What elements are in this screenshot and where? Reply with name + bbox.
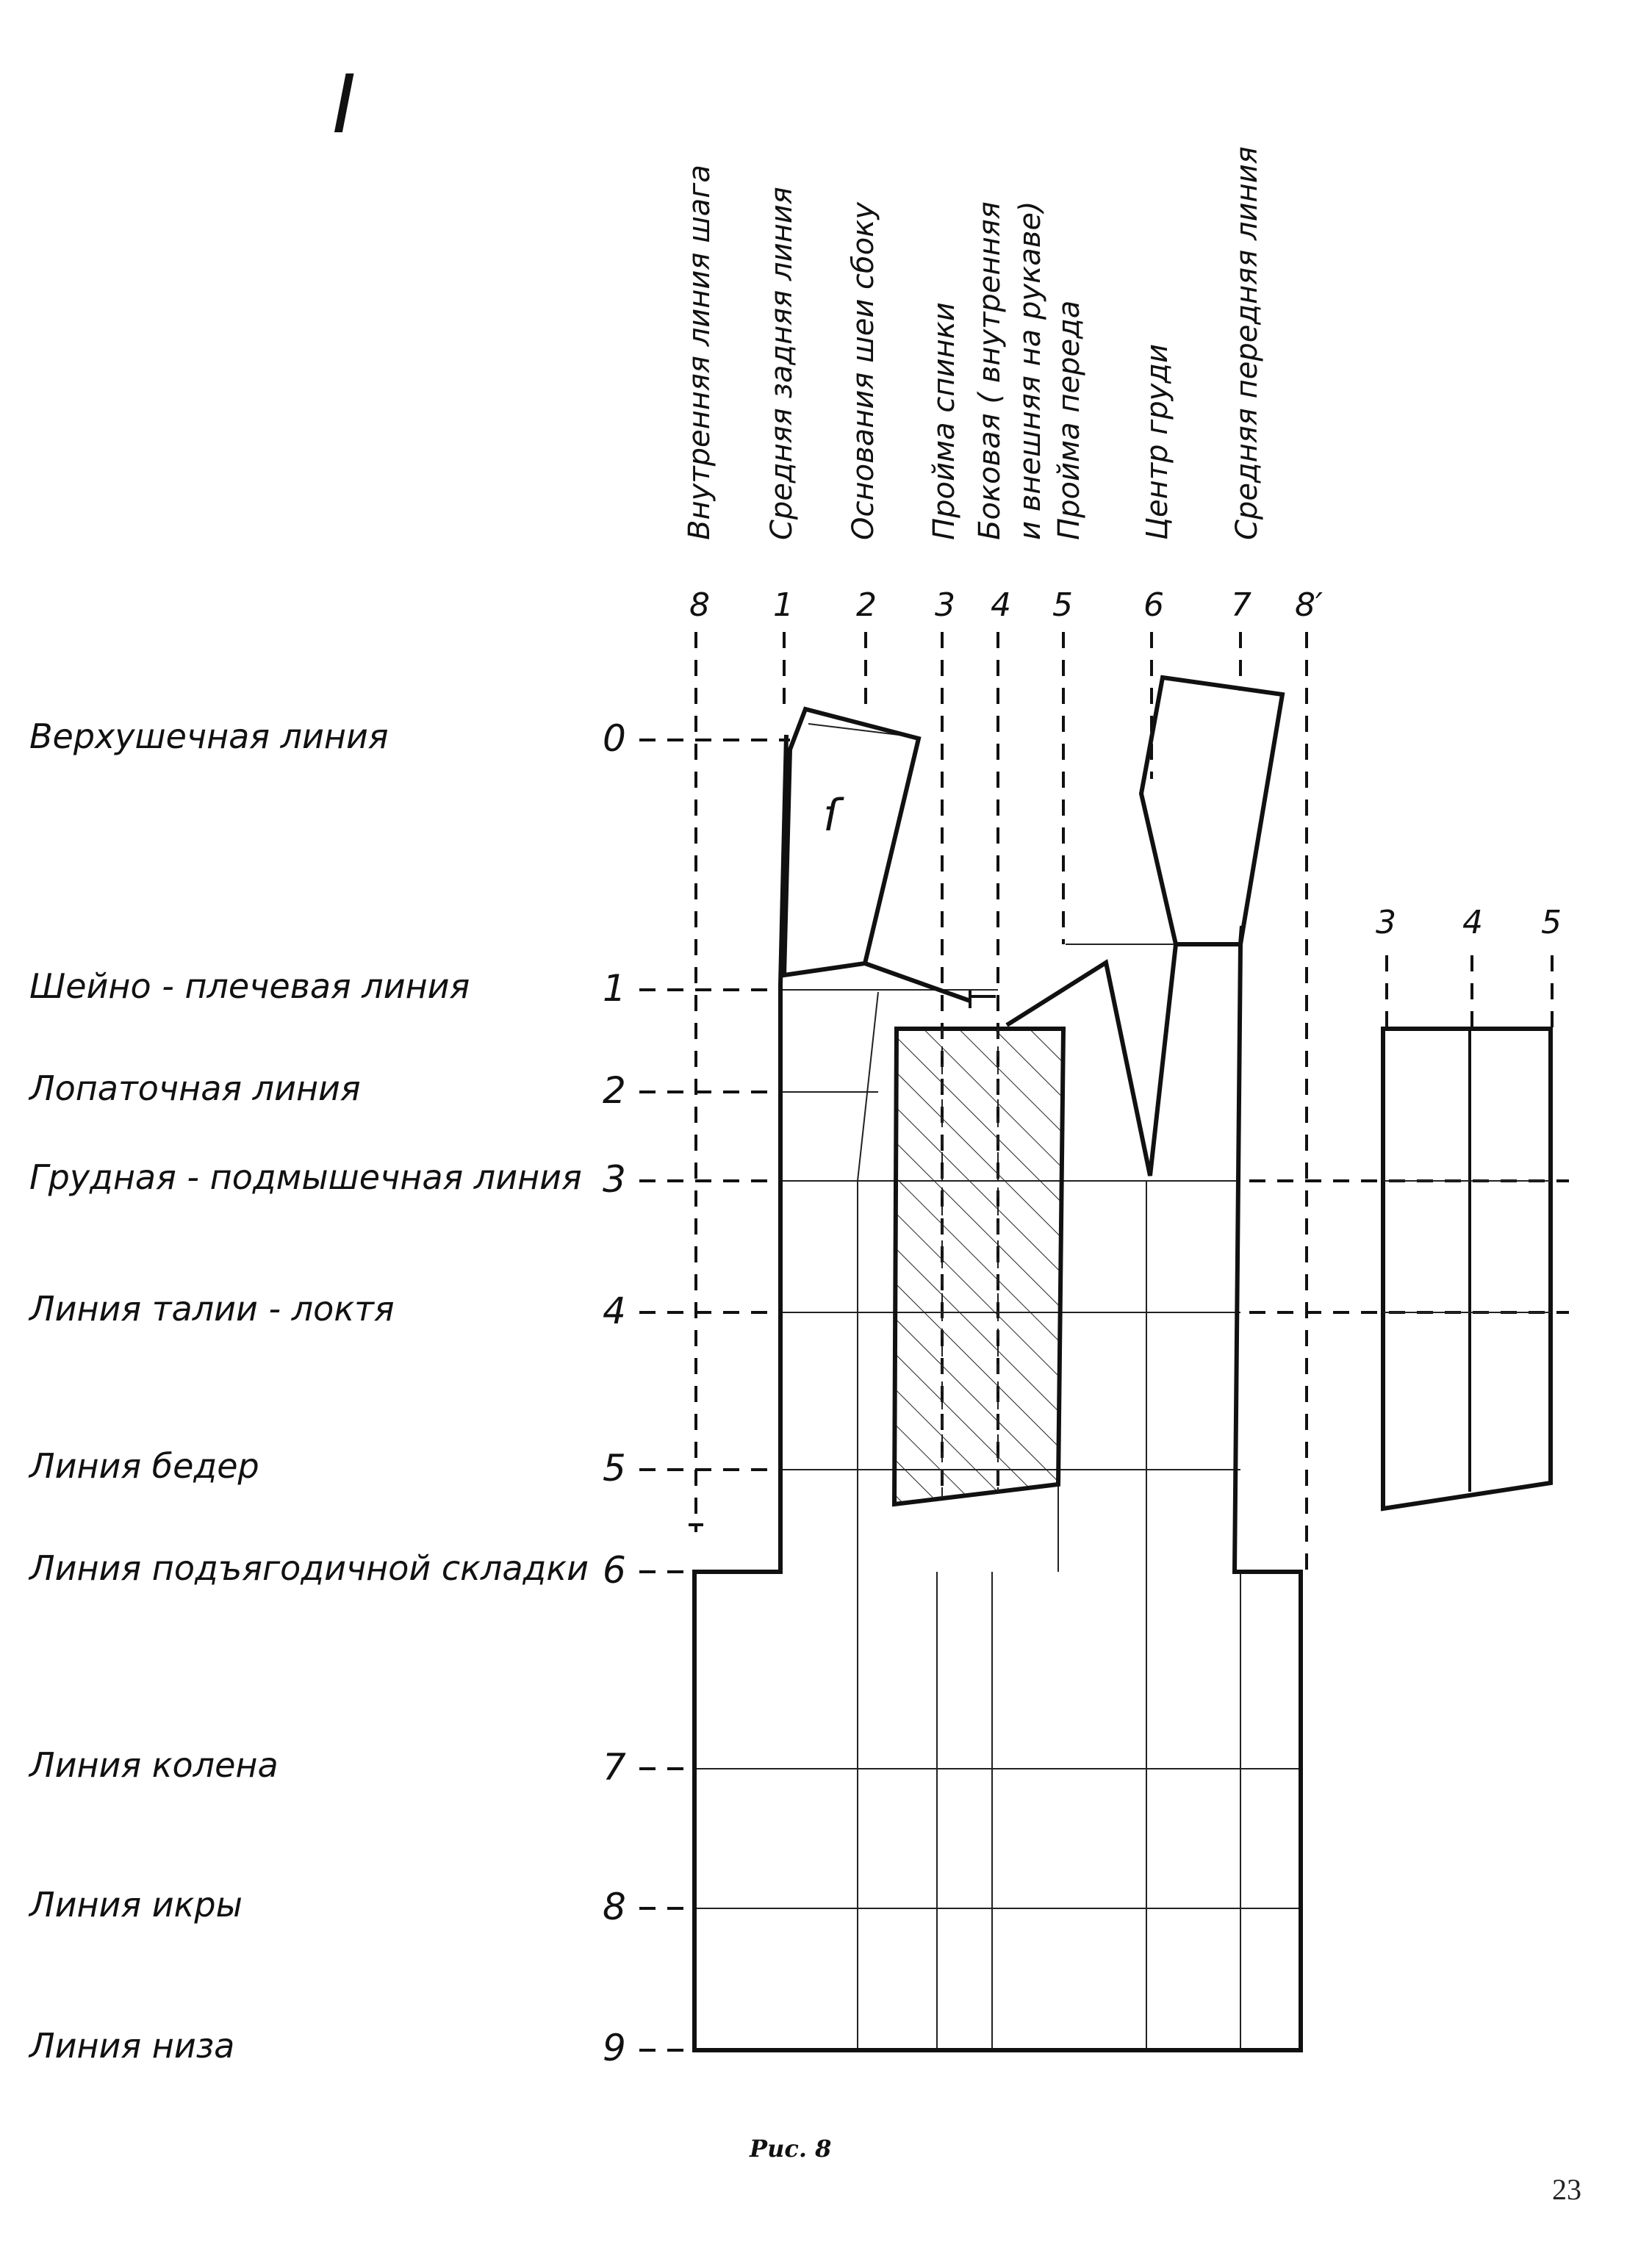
column-title-inner-leg: Внутренняя линия шага — [683, 165, 717, 540]
row-number: 2 — [603, 1069, 626, 1112]
row-number: 5 — [603, 1447, 626, 1490]
row-number: 4 — [603, 1290, 626, 1332]
top-mark: I — [332, 57, 356, 151]
sleeve-hatched-area — [891, 1027, 1066, 1507]
column-number: 2 — [856, 586, 877, 624]
column-numbers: 8 1 2 3 4 5 6 7 8′ — [689, 586, 1323, 624]
row-number: 8 — [603, 1886, 626, 1928]
row-number: 7 — [603, 1746, 626, 1789]
column-number: 1 — [773, 586, 794, 624]
row-number: 1 — [603, 967, 626, 1010]
row-label-chest: Грудная - подмышечная линия — [29, 1157, 582, 1197]
row-label-neck-shoulder: Шейно - плечевая линия — [29, 966, 470, 1006]
column-title-back-armhole: Пройма спинки — [927, 302, 961, 540]
row-label-scapula: Лопаточная линия — [28, 1068, 361, 1108]
column-titles: Внутренняя линия шага Средняя задняя лин… — [683, 146, 1264, 540]
row-number: 9 — [603, 2027, 626, 2069]
front-neck-piece — [1138, 675, 1285, 946]
column-title-bust-center: Центр груди — [1141, 344, 1174, 540]
column-number: 4 — [991, 586, 1011, 624]
column-title-side-1: Боковая ( внутренняя — [973, 201, 1007, 540]
row-label-calf: Линия икры — [28, 1885, 243, 1925]
sleeve-piece: 3 4 5 — [1376, 904, 1562, 1512]
figure-caption: Рис. 8 — [749, 2135, 831, 2163]
row-number: 0 — [603, 717, 626, 760]
sleeve-column-number: 3 — [1376, 904, 1396, 941]
row-label-hem: Линия низа — [28, 2026, 234, 2066]
row-number: 6 — [603, 1549, 626, 1592]
column-title-center-back: Средняя задняя линия — [765, 187, 799, 540]
body-outline — [692, 734, 1303, 2052]
column-title-center-front: Средняя передняя линия — [1230, 146, 1264, 540]
column-title-neck-base: Основания шеи сбоку — [847, 201, 880, 540]
front-shoulder-line — [1005, 944, 1178, 1176]
column-number: 8 — [689, 586, 710, 624]
grid-lines — [696, 723, 1301, 2050]
column-number: 8′ — [1295, 586, 1323, 624]
row-label-knee: Линия колена — [28, 1745, 279, 1785]
column-title-front-armhole: Пройма переда — [1052, 301, 1086, 540]
column-number: 3 — [935, 586, 955, 624]
row-labels: Верхушечная линия 0 Шейно - плечевая лин… — [28, 716, 626, 2069]
piece-mark: ſ — [823, 790, 844, 841]
column-title-side-2: и внешняя на рукаве) — [1013, 201, 1047, 540]
row-label-apex: Верхушечная линия — [29, 716, 389, 756]
back-shoulder-line — [863, 961, 972, 1003]
page-number: 23 — [1552, 2173, 1581, 2206]
column-number: 6 — [1143, 586, 1164, 624]
row-label-waist: Линия талии - локтя — [28, 1289, 395, 1329]
back-neck-piece — [781, 706, 922, 978]
row-number: 3 — [603, 1158, 626, 1201]
row-label-hips: Линия бедер — [28, 1446, 259, 1486]
row-label-gluteal-fold: Линия подъягодичной складки — [28, 1548, 589, 1588]
sleeve-column-number: 5 — [1541, 904, 1562, 941]
column-number: 5 — [1052, 586, 1073, 624]
sleeve-column-number: 4 — [1462, 904, 1483, 941]
column-number: 7 — [1231, 586, 1251, 624]
